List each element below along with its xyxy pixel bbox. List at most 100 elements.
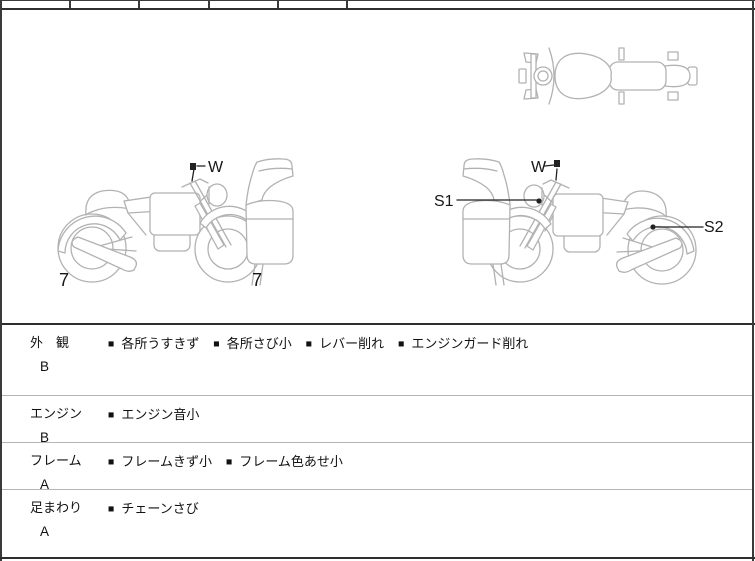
headlight	[523, 184, 545, 208]
grade-value: B	[40, 359, 50, 374]
note-item: ■ フレームきず小	[108, 451, 212, 470]
category-label: エンジン	[30, 406, 83, 421]
foot-peg	[618, 91, 625, 105]
table-row-undercarriage: 足まわり A ■チェーンさび	[2, 490, 752, 555]
rear-fender	[57, 215, 127, 254]
detached-cowl-straps	[251, 263, 264, 286]
note-text: フレーム色あせ小	[239, 454, 343, 469]
motorcycle-left-side-drawing	[57, 158, 294, 286]
note-item: ■チェーンさび	[108, 498, 199, 517]
tank-side-panel	[149, 192, 201, 236]
motorcycle-right-side-drawing	[456, 158, 704, 286]
note-bullet-icon: ■	[108, 338, 115, 350]
table-row-frame: フレーム A ■ フレームきず小 ■ フレーム色あせ小	[2, 443, 752, 492]
note-text: フレームきず小	[121, 454, 212, 469]
notes-cell: ■ フレームきず小 ■ フレーム色あせ小	[108, 451, 748, 470]
note-bullet-icon: ■	[398, 338, 405, 350]
fork-shroud	[194, 202, 225, 250]
category-cell: 足まわり A	[2, 497, 106, 539]
note-item: ■ 各所うすきず	[108, 333, 199, 352]
sheet-bottom-border	[0, 557, 755, 559]
category-cell: エンジン B	[2, 403, 106, 445]
category-label: 足まわり	[30, 500, 83, 515]
left-bike-defect-mark-front: 7	[252, 270, 263, 290]
header-cell-divider	[69, 0, 71, 8]
note-text: エンジン音小	[121, 407, 200, 422]
condition-diagram-area: W 7 7	[2, 10, 752, 323]
foot-peg	[618, 47, 625, 61]
left-bike-defect-mark-rear: 7	[59, 270, 70, 290]
s1-point-marker	[536, 198, 542, 204]
detached-cowl-seam	[463, 167, 498, 172]
tank-top-view	[554, 52, 612, 100]
header-cell-divider	[208, 0, 210, 8]
note-item: ■ エンジンガード削れ	[398, 333, 528, 352]
right-bike-s2-mark: S2	[704, 219, 724, 236]
sheet-top-edge	[0, 0, 755, 1]
mirror-flag-marker	[190, 163, 196, 170]
grade-value: B	[40, 430, 50, 445]
note-text: レバー削れ	[319, 336, 385, 351]
tail-top-view	[664, 64, 691, 88]
note-bullet-icon: ■	[108, 503, 115, 515]
fork-shroud	[526, 203, 557, 251]
s2-point-marker	[650, 224, 656, 230]
note-item: ■ 各所さび小	[213, 333, 291, 352]
category-label: 外 観	[30, 335, 70, 350]
notes-cell: ■ 各所うすきず ■ 各所さび小 ■ レバー削れ ■ エンジンガード削れ	[108, 333, 748, 352]
rear-signal	[667, 91, 679, 101]
mirror-stem	[555, 168, 558, 181]
header-cell-divider	[277, 0, 279, 8]
tank-side-panel	[552, 193, 604, 237]
seat-top-view	[608, 61, 667, 91]
table-row-engine: エンジン B ■ エンジン音小	[2, 396, 752, 445]
note-item: ■ フレーム色あせ小	[226, 451, 343, 470]
header-cell-divider	[346, 0, 348, 8]
note-text: 各所さび小	[226, 336, 292, 351]
w-leader-line	[544, 164, 555, 167]
note-item: ■ エンジン音小	[108, 404, 199, 423]
detached-cowl-lower	[462, 199, 511, 265]
detached-cowl-upper	[245, 158, 294, 206]
note-text: 各所うすきず	[121, 336, 200, 351]
headlight-top-view	[533, 66, 553, 86]
category-cell: 外 観 B	[2, 332, 106, 374]
tail-cowl	[85, 189, 131, 216]
condition-table: 外 観 B ■ 各所うすきず ■ 各所さび小 ■ レバー削れ ■ エンジンガード削れ エ…	[2, 325, 752, 555]
note-bullet-icon: ■	[108, 456, 115, 468]
detached-cowl-upper	[462, 158, 511, 206]
grade-value: A	[40, 477, 50, 492]
header-cell-divider	[138, 0, 140, 8]
right-bike-s1-mark: S1	[434, 193, 454, 210]
grade-value: A	[40, 524, 50, 539]
tail-cowl	[622, 190, 667, 218]
exhaust	[615, 237, 683, 273]
category-label: フレーム	[30, 453, 82, 468]
front-hub	[518, 68, 527, 84]
note-bullet-icon: ■	[213, 338, 220, 350]
exhaust	[71, 236, 138, 272]
header-bottom-rule	[0, 8, 755, 10]
detached-cowl-seam	[258, 167, 293, 172]
table-top-rule	[0, 323, 755, 325]
rear-signal	[667, 51, 679, 61]
note-bullet-icon: ■	[108, 409, 115, 421]
sheet-right-border	[752, 0, 754, 561]
windshield-arc	[548, 47, 555, 105]
right-bike-mirror-mark: W	[531, 159, 547, 176]
motorcycle-top-view-drawing	[518, 47, 698, 105]
detached-cowl-lower	[245, 199, 294, 265]
mirror-stem	[191, 168, 195, 182]
mirror-flag-marker	[554, 160, 560, 167]
left-bike-mirror-mark: W	[208, 159, 224, 176]
headlight	[206, 183, 228, 207]
handlebar	[181, 178, 209, 188]
sheet-left-border	[0, 0, 2, 561]
note-bullet-icon: ■	[305, 338, 313, 350]
note-text: エンジンガード削れ	[411, 336, 529, 351]
note-bullet-icon: ■	[225, 456, 233, 468]
notes-cell: ■ エンジン音小	[108, 404, 748, 423]
handlebar	[542, 179, 570, 189]
detached-cowl-straps	[492, 263, 505, 286]
